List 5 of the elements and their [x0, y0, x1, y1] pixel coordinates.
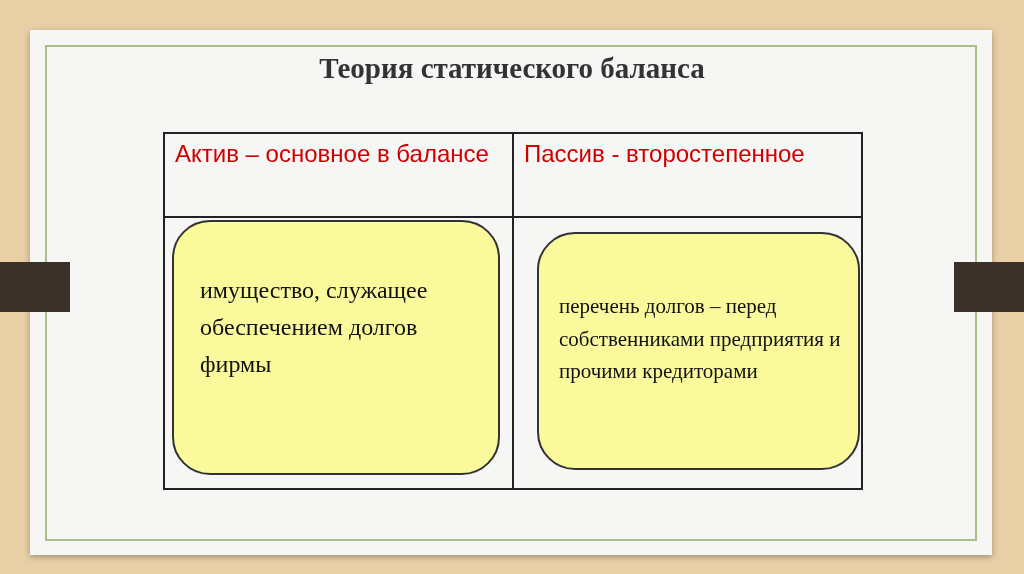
header-cell: Актив – основное в балансе [164, 133, 513, 217]
rounded-box: имущество, служащее обеспечением долгов фирмы [172, 220, 500, 475]
slide-title: Теория статического баланса [318, 52, 706, 85]
rounded-box: перечень долгов – перед собственниками предприятия и прочими кредиторами [537, 232, 860, 470]
header-cell: Пассив - второстепенное [513, 133, 862, 217]
